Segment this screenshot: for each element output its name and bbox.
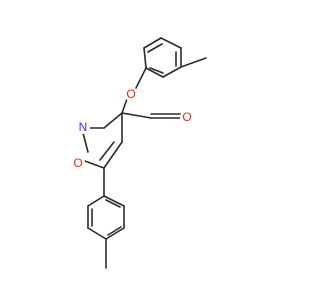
bond-ester-o-to-c3 — [121, 98, 128, 114]
bond-top-ring-4 — [162, 66, 182, 78]
bond-c3-to-carbonyl — [121, 112, 152, 119]
bond-top-methyl — [180, 57, 207, 68]
bond-o-to-c5 — [81, 159, 105, 169]
molecule-structure: O O N O — [71, 37, 207, 269]
bond-top-ring-5 — [145, 67, 164, 78]
atom-ester-oxygen: O — [124, 87, 138, 101]
atom-label-ester-oxygen: O — [126, 87, 135, 101]
bond-lower-ring-6 — [103, 195, 125, 207]
bond-c3-to-c4 — [103, 112, 123, 129]
bond-lower-ring-4 — [105, 227, 125, 240]
bond-ring-to-ester-o — [135, 67, 147, 89]
bond-n-to-o-area — [82, 132, 89, 153]
bond-top-ring-1 — [143, 37, 162, 49]
atom-label-isoxazole-oxygen: O — [73, 156, 82, 170]
bond-lower-ring-1 — [87, 195, 105, 207]
bond-c5-to-c4 — [103, 141, 123, 169]
bond-lower-ring-double-2 — [107, 226, 122, 236]
atom-carbonyl-oxygen: O — [180, 110, 194, 124]
atom-label-carbonyl-oxygen: O — [182, 110, 191, 124]
molecule-canvas: O O N O — [71, 37, 207, 269]
bond-isoxazole-double — [99, 141, 115, 161]
atom-label-layer: O O N O — [71, 87, 194, 170]
atom-label-isoxazole-nitrogen: N — [79, 120, 88, 134]
bond-top-ring-double-3 — [149, 67, 164, 74]
atom-isoxazole-nitrogen: N — [76, 120, 90, 134]
bond-top-ring-6 — [143, 47, 147, 69]
bond-layer — [81, 37, 207, 269]
bond-lower-ring-3 — [87, 227, 107, 240]
atom-isoxazole-oxygen: O — [71, 156, 85, 170]
bond-top-ring-2 — [160, 37, 182, 49]
bond-lower-ring-double-3 — [105, 199, 121, 208]
bond-top-ring-double-1 — [147, 43, 163, 53]
